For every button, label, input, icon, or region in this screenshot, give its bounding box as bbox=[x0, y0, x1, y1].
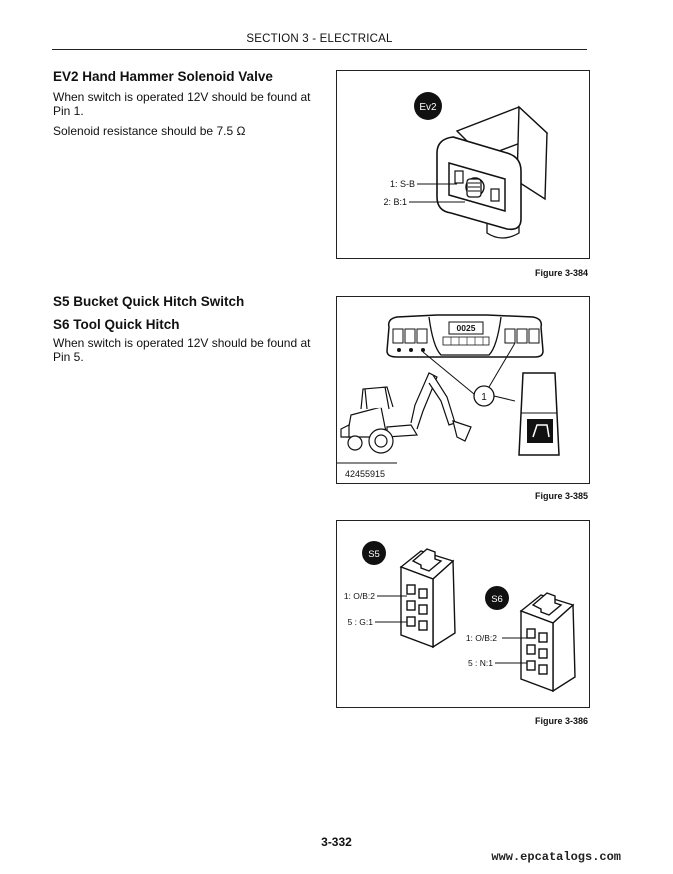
watermark: www.epcatalogs.com bbox=[491, 850, 621, 864]
ev2-paragraph-1: When switch is operated 12V should be fo… bbox=[53, 90, 311, 118]
dashboard-illustration: 0025 1 bbox=[337, 314, 560, 479]
page-number: 3-332 bbox=[321, 835, 352, 849]
header-divider bbox=[52, 49, 587, 50]
ev2-pin1-label: 1: S-B bbox=[390, 179, 415, 189]
figure-3-384: Ev2 1: S-B 2: B:1 bbox=[336, 70, 590, 259]
s6-badge bbox=[485, 586, 509, 610]
figure-3-385: 0025 1 bbox=[336, 296, 590, 484]
ev2-text-block: EV2 Hand Hammer Solenoid Valve When swit… bbox=[53, 69, 315, 138]
ev2-badge-label: Ev2 bbox=[419, 102, 437, 113]
backhoe-loader-icon bbox=[340, 372, 472, 454]
s5-s6-paragraph: When switch is operated 12V should be fo… bbox=[53, 336, 311, 364]
figure-3-384-caption: Figure 3-384 bbox=[534, 268, 588, 278]
ev2-pin2-label: 2: B:1 bbox=[383, 197, 407, 207]
s5-connector bbox=[399, 548, 456, 649]
quick-hitch-icon bbox=[527, 419, 553, 443]
figure-3-385-caption: Figure 3-385 bbox=[534, 491, 588, 501]
s5-pin1-label: 1: O/B:2 bbox=[344, 591, 375, 601]
s6-pin1-label: 1: O/B:2 bbox=[466, 633, 497, 643]
ev2-paragraph-2: Solenoid resistance should be 7.5 Ω bbox=[53, 124, 246, 138]
ev2-badge bbox=[414, 92, 442, 120]
s5-pin5-label: 5 : G:1 bbox=[347, 617, 373, 627]
s5-s6-text-block: S5 Bucket Quick Hitch Switch S6 Tool Qui… bbox=[53, 294, 315, 364]
ev2-heading: EV2 Hand Hammer Solenoid Valve bbox=[53, 69, 273, 84]
section-header: SECTION 3 - ELECTRICAL bbox=[246, 33, 393, 45]
s6-pin5-label: 5 : N:1 bbox=[468, 658, 493, 668]
switch-connectors-illustration: S5 1: O/B:2 5 : G:1 S6 1: bbox=[344, 541, 576, 693]
solenoid-valve-illustration: Ev2 1: S-B 2: B:1 bbox=[383, 92, 549, 239]
figure-3-385-part-number: 42455915 bbox=[345, 469, 385, 479]
callout-1-circle bbox=[473, 385, 495, 407]
s5-badge bbox=[362, 541, 386, 565]
figure-3-386: S5 1: O/B:2 5 : G:1 S6 1: bbox=[336, 520, 590, 708]
s5-badge-label: S5 bbox=[368, 549, 380, 560]
cluster-display-readout: 0025 bbox=[457, 323, 476, 333]
figure-3-386-caption: Figure 3-386 bbox=[534, 716, 588, 726]
callout-1-label: 1 bbox=[481, 392, 487, 403]
s6-heading: S6 Tool Quick Hitch bbox=[53, 317, 180, 332]
s6-connector bbox=[519, 592, 576, 693]
s6-badge-label: S6 bbox=[491, 594, 503, 605]
s5-heading: S5 Bucket Quick Hitch Switch bbox=[53, 294, 245, 309]
